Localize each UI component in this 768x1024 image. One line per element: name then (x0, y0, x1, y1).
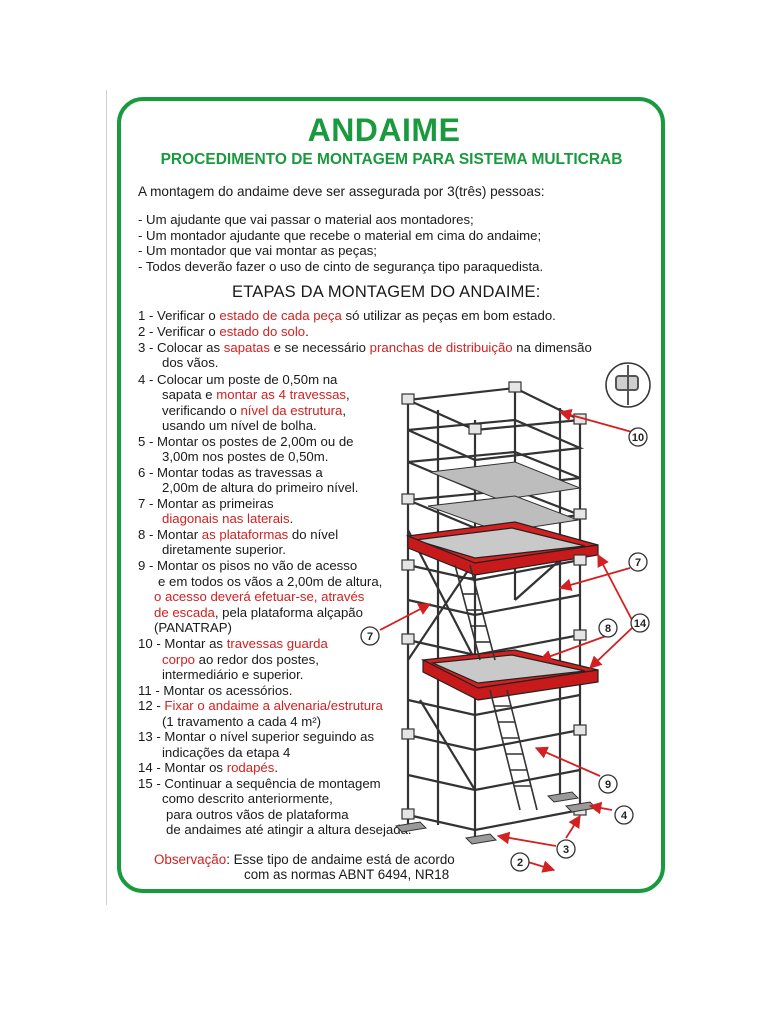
step-14: 14 - Montar os rodapés. (138, 760, 279, 775)
step-10: 10 - Montar as travessas guarda (138, 636, 328, 651)
step-9-cont: e em todos os vãos a 2,00m de altura, (158, 574, 383, 589)
step-11: 11 - Montar os acessórios. (138, 683, 293, 698)
people-item: - Todos deverão fazer o uso de cinto de … (138, 259, 544, 274)
step-15-cont: para outros vãos de plataforma (166, 807, 349, 822)
callout-circles (360, 427, 650, 872)
callout-label: 2 (517, 857, 523, 869)
step-8-cont: diretamente superior. (162, 542, 286, 557)
page-edge-line (106, 90, 107, 905)
callout-label: 3 (563, 844, 569, 856)
page-title: ANDAIME (307, 112, 461, 148)
intro-text: A montagem do andaime deve ser assegurad… (138, 184, 545, 199)
step-15-cont: de andaimes até atingir a altura desejad… (166, 822, 412, 837)
step-9: 9 - Montar os pisos no vão de acesso (138, 558, 358, 573)
callout-label: 7 (635, 557, 641, 569)
instruction-card (117, 97, 665, 893)
step-12: 12 - Fixar o andaime a alvenaria/estrutu… (138, 698, 383, 713)
callout-label: 7 (367, 631, 373, 643)
callout-label: 9 (605, 779, 611, 791)
step-15: 15 - Continuar a sequência de montagem (138, 776, 381, 791)
callout-label: 8 (605, 623, 611, 635)
deck-boards (427, 461, 582, 533)
people-item: - Um montador ajudante que recebe o mate… (138, 228, 542, 243)
people-item: - Um montador que vai montar as peças; (138, 243, 377, 258)
step-9-cont: de escada, pela plataforma alçapão (154, 605, 363, 620)
step-7-cont: diagonais nas laterais. (162, 511, 294, 526)
step-4-cont: sapata e montar as 4 travessas, (162, 387, 350, 402)
people-item: - Um ajudante que vai passar o material … (138, 212, 474, 227)
step-1: 1 - Verificar o estado de cada peça só u… (138, 308, 556, 323)
step-4-cont: usando um nível de bolha. (162, 418, 317, 433)
step-3: 3 - Colocar as sapatas e se necessário p… (138, 340, 592, 355)
step-8: 8 - Montar as plataformas do nível (138, 527, 339, 542)
callout-arrows (379, 408, 633, 873)
couplers (401, 381, 587, 820)
step-6: 6 - Montar todas as travessas a (138, 465, 323, 480)
page-subtitle: PROCEDIMENTO DE MONTAGEM PARA SISTEMA MU… (160, 151, 623, 168)
step-2: 2 - Verificar o estado do solo. (138, 324, 309, 339)
observation-note-cont: com as normas ABNT 6494, NR18 (244, 867, 450, 882)
red-platforms (405, 521, 599, 701)
step-13-cont: indicações da etapa 4 (162, 745, 291, 760)
callout-label: 10 (632, 432, 644, 444)
step-6-cont: 2,00m de altura do primeiro nível. (162, 480, 359, 495)
step-12-cont: (1 travamento a cada 4 m²) (162, 714, 322, 729)
scaffold-frame (406, 385, 585, 840)
etapas-heading: ETAPAS DA MONTAGEM DO ANDAIME: (232, 283, 541, 301)
base-plates (394, 791, 598, 845)
callout-label: 14 (634, 618, 647, 630)
step-13: 13 - Montar o nível superior seguindo as (138, 729, 375, 744)
step-4-cont: verificando o nível da estrutura, (162, 403, 347, 418)
step-15-cont: como descrito anteriormente, (162, 791, 333, 806)
step-9-cont: o acesso deverá efetuar-se, através (154, 589, 365, 604)
observation-note: Observação: Esse tipo de andaime está de… (154, 852, 455, 867)
step-5-cont: 3,00m nos postes de 0,50m. (162, 449, 329, 464)
step-3-cont: dos vãos. (162, 355, 219, 370)
step-10-cont: intermediário e superior. (162, 667, 304, 682)
step-7: 7 - Montar as primeiras (138, 496, 274, 511)
callout-label: 4 (621, 810, 628, 822)
step-4: 4 - Colocar um poste de 0,50m na (138, 372, 338, 387)
step-10-cont: corpo ao redor dos postes, (162, 652, 319, 667)
ladders (454, 564, 538, 811)
step-9-cont: (PANATRAP) (154, 620, 232, 635)
step-5: 5 - Montar os postes de 2,00m ou de (138, 434, 354, 449)
